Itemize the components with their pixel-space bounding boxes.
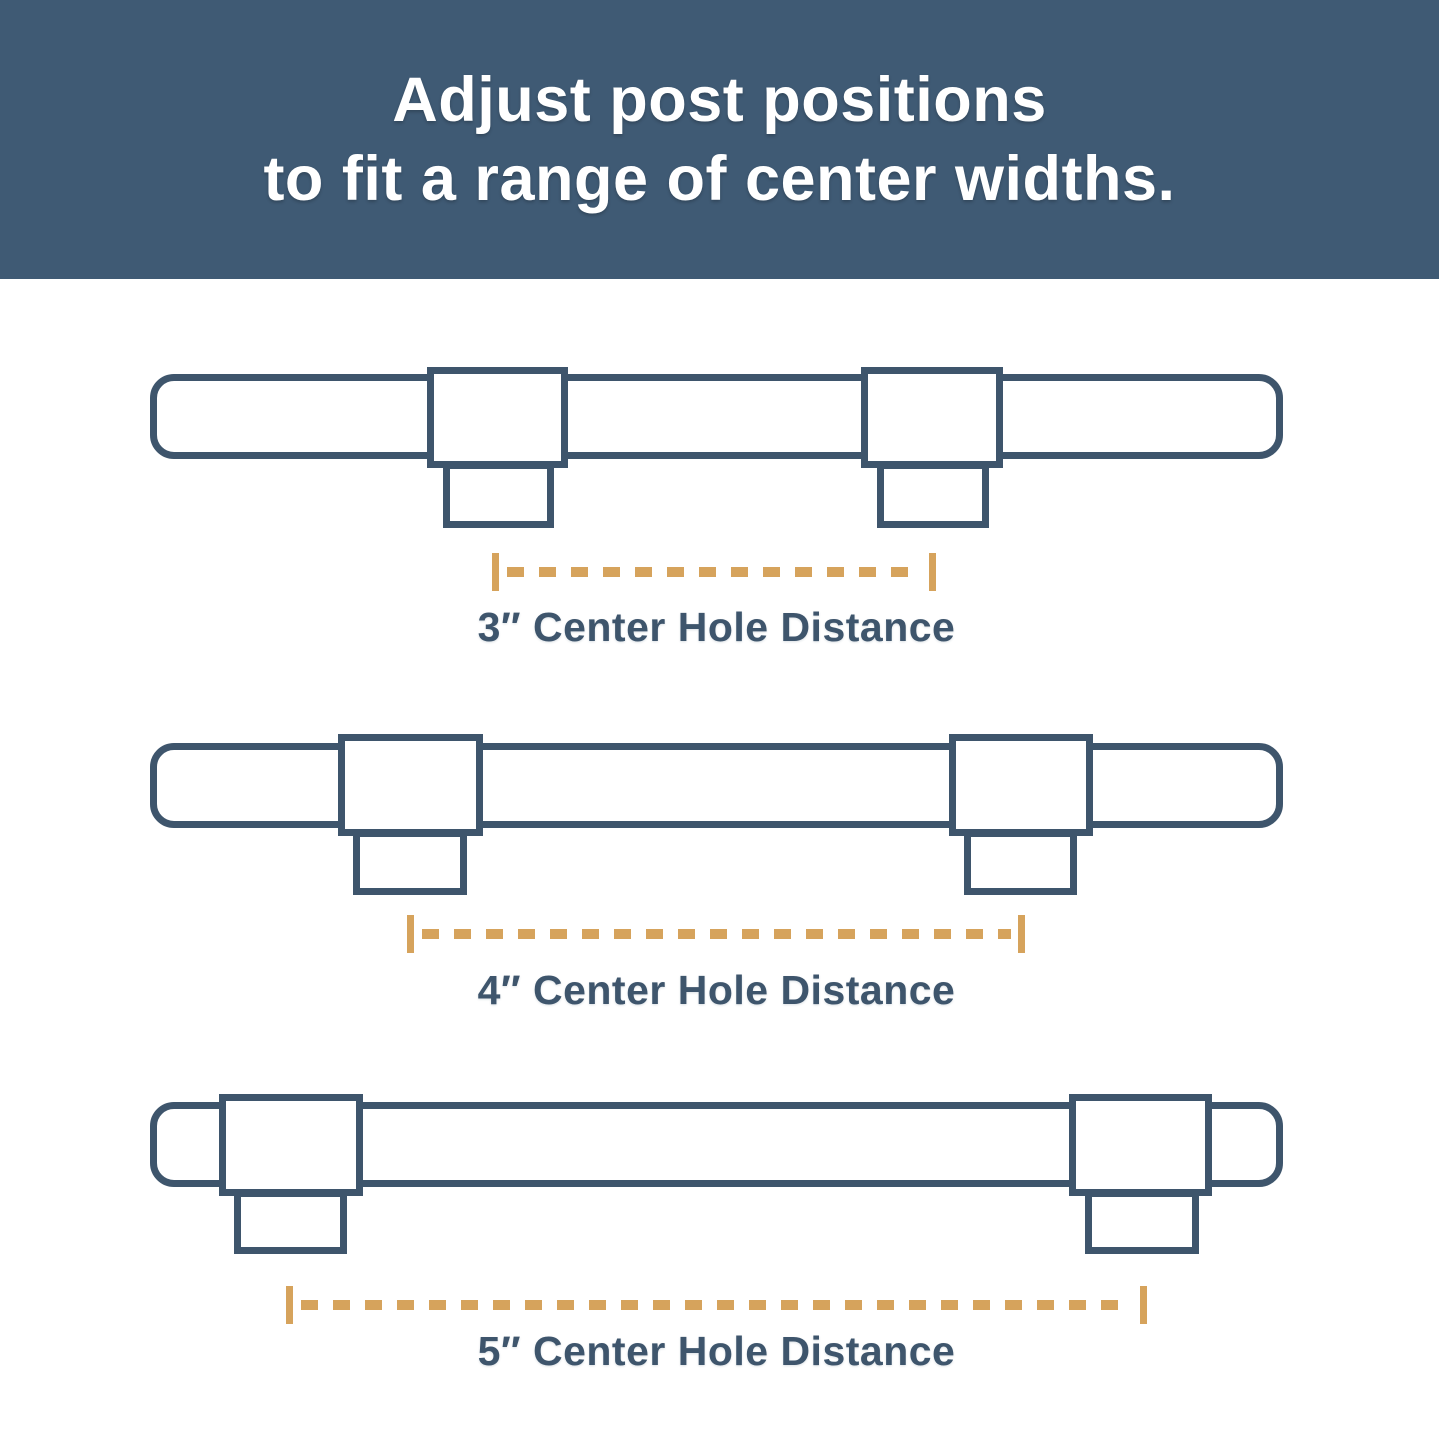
post-right xyxy=(1069,1094,1212,1196)
measure-tick-left xyxy=(492,553,499,591)
measure-tick-right xyxy=(929,553,936,591)
measure-label: 4″ Center Hole Distance xyxy=(477,967,956,1013)
post-left xyxy=(219,1094,363,1196)
measure-tick-left xyxy=(286,1286,293,1324)
title-line-1: Adjust post positions xyxy=(392,64,1047,135)
title-line-2: to fit a range of center widths. xyxy=(263,143,1176,214)
post-right xyxy=(949,734,1093,836)
measure-dashed-line xyxy=(507,567,922,577)
post-stem-left xyxy=(353,830,467,895)
measure-dashed-line xyxy=(422,929,1011,939)
post-stem-right xyxy=(877,462,989,528)
measure-tick-right xyxy=(1018,915,1025,953)
measure-label: 3″ Center Hole Distance xyxy=(477,604,956,650)
post-stem-left xyxy=(443,462,554,528)
post-stem-right xyxy=(1085,1190,1199,1254)
post-stem-right xyxy=(964,830,1077,895)
handle-bar xyxy=(150,743,1283,828)
measure-dashed-line xyxy=(301,1300,1133,1310)
header-banner: Adjust post positions to fit a range of … xyxy=(0,0,1439,279)
measure-tick-right xyxy=(1140,1286,1147,1324)
measure-tick-left xyxy=(407,915,414,953)
post-right xyxy=(861,367,1003,468)
handle-bar xyxy=(150,374,1283,459)
post-left xyxy=(338,734,483,836)
measure-label: 5″ Center Hole Distance xyxy=(477,1328,956,1374)
post-stem-left xyxy=(234,1190,347,1254)
post-left xyxy=(427,367,568,468)
